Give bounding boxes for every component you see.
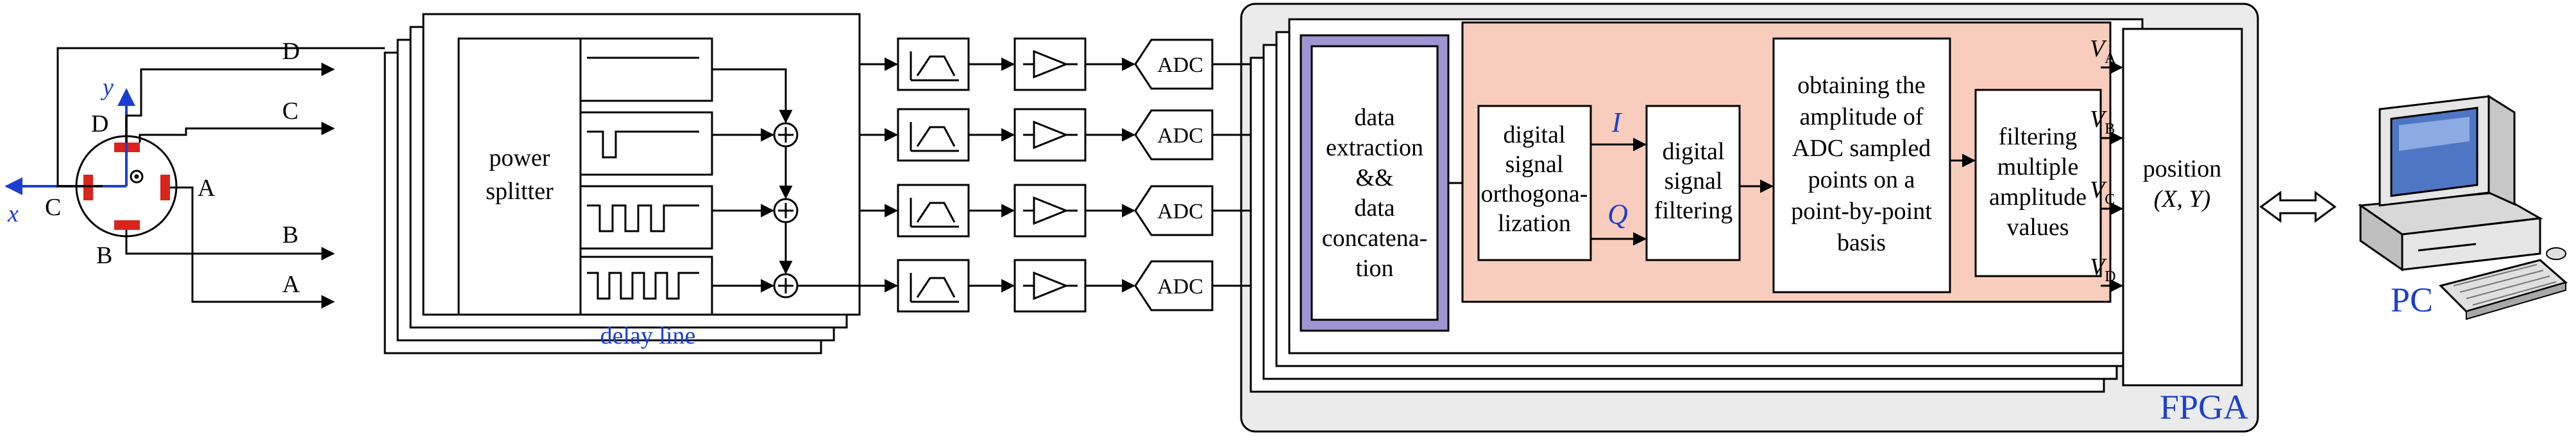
amp-line-6: basis [1837,229,1886,256]
q-label: Q [1607,198,1628,230]
splitter-label-1: power [489,144,550,171]
filter-line-3: filtering [1654,197,1733,224]
amplitude-box [1772,37,1951,293]
amp-line-4: points on a [1808,166,1915,193]
orthogonalization-box [1477,105,1592,261]
ortho-line-2: signal [1505,151,1564,178]
amp-line-3: ADC sampled [1792,135,1931,162]
ortho-line-1: digital [1503,121,1565,148]
mf-line-1: filtering [1999,123,2077,150]
adc-label-2: ADC [1157,124,1203,148]
bandpass-filter-4 [897,259,970,313]
adc-label-4: ADC [1157,275,1203,299]
mf-line-3: amplitude [1989,184,2087,211]
pc-link-arrow [2259,191,2337,223]
stack-outputs [860,57,899,293]
processing-area: digital signal orthogona- lization I Q d… [1461,21,2112,303]
channel-label-b: B [282,222,298,249]
mf-line-2: multiple [1997,153,2079,180]
channel-label-d: D [282,38,300,65]
power-splitter-box [457,37,582,316]
pc-icon [2357,94,2568,320]
multi-amplitude-filter-box [1974,89,2102,277]
v-output-a: VA [2090,35,2116,67]
electrode-a [160,175,170,200]
mf-line-4: values [2006,214,2069,241]
ortho-line-4: lization [1498,210,1571,237]
adc-label-1: ADC [1157,53,1203,77]
filter-line-1: digital [1662,138,1724,165]
data-extraction-block: data extraction && data concatena- tion [1300,34,1450,332]
electrode-b [114,220,140,230]
adc-label-3: ADC [1157,200,1203,223]
filter-line-2: signal [1665,168,1723,195]
signal-chains: ADC ADC ADC ADC [897,37,1214,313]
position-line-2: (X, Y) [2154,186,2211,213]
delay-box-1 [579,37,713,102]
delay-box-3 [579,185,713,250]
v-output-c: VC [2090,177,2115,208]
extraction-line-5: concatena- [1322,225,1428,252]
electrode-label-c: C [45,194,61,221]
v-outputs: VA VB VC VD [2090,35,2124,293]
amp-line-5: point-by-point [1791,198,1932,225]
fpga-label: FPGA [2160,388,2248,426]
extraction-line-4: data [1354,195,1394,222]
i-label: I [1611,107,1623,138]
electrode-label-b: B [96,242,112,269]
bandpass-filter-2 [897,108,970,162]
amp-line-2: amplitude of [1799,103,1923,130]
electrode-label-d: D [91,110,108,137]
position-line-1: position [2143,155,2221,182]
extraction-line-1: data [1354,104,1394,131]
extraction-line-3: && [1355,164,1393,191]
bpm-wiring: D C B A [56,38,385,309]
bandpass-filter-1 [897,37,970,91]
amp-line-1: obtaining the [1797,72,1925,99]
axis-y-label: y [100,74,114,101]
channel-label-c: C [282,98,298,125]
extraction-line-6: tion [1355,255,1393,282]
bpm-pickup: y x D C A B [4,74,216,269]
electrode-label-a: A [198,175,216,202]
pc-label: PC [2391,281,2433,319]
splitter-label-2: splitter [486,178,554,205]
splitter-front-panel: power splitter delay line [457,37,860,349]
delay-box-4 [579,256,713,316]
v-output-b: VB [2090,106,2115,137]
position-block: position (X, Y) [2122,28,2243,387]
delay-line-label: delay line [600,322,696,349]
v-output-d: VD [2090,254,2116,285]
bandpass-filter-3 [897,184,970,238]
ortho-line-3: orthogona- [1481,180,1588,207]
delay-box-2 [579,111,713,176]
extraction-line-2: extraction [1326,134,1423,161]
channel-label-a: A [282,271,300,298]
axis-x-label: x [7,200,19,227]
signal-filtering-box [1645,105,1741,261]
